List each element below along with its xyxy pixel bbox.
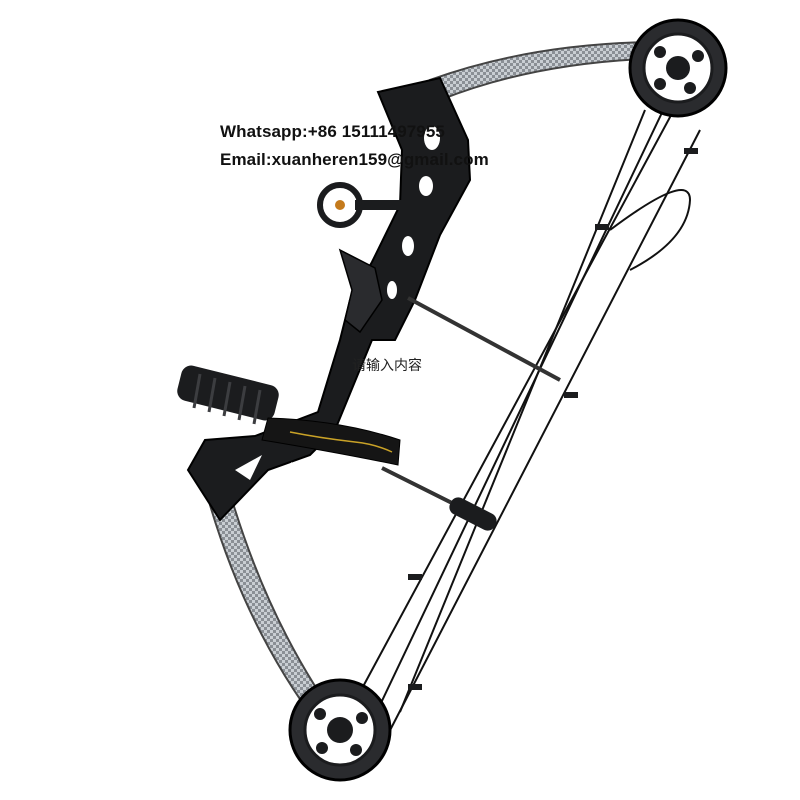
sight-pin [317,182,405,228]
d-loop-rope [609,189,692,271]
string-clips [408,148,698,690]
whatsapp-contact-text: Whatsapp:+86 15111497955 [220,122,445,141]
sling-pattern [289,431,393,453]
cable-rods [381,296,561,514]
upper-cam [628,18,728,118]
lower-cam [288,678,392,782]
stabilizer [177,365,279,425]
rod-end-damper [449,497,497,531]
riser-cutouts [235,126,440,488]
bow-strings [344,79,701,741]
grip [338,248,383,334]
wrist-sling [261,417,401,466]
placeholder-text: 请输入内容 [352,358,422,374]
email-contact-text: Email:xuanheren159@gmail.com [220,150,489,169]
